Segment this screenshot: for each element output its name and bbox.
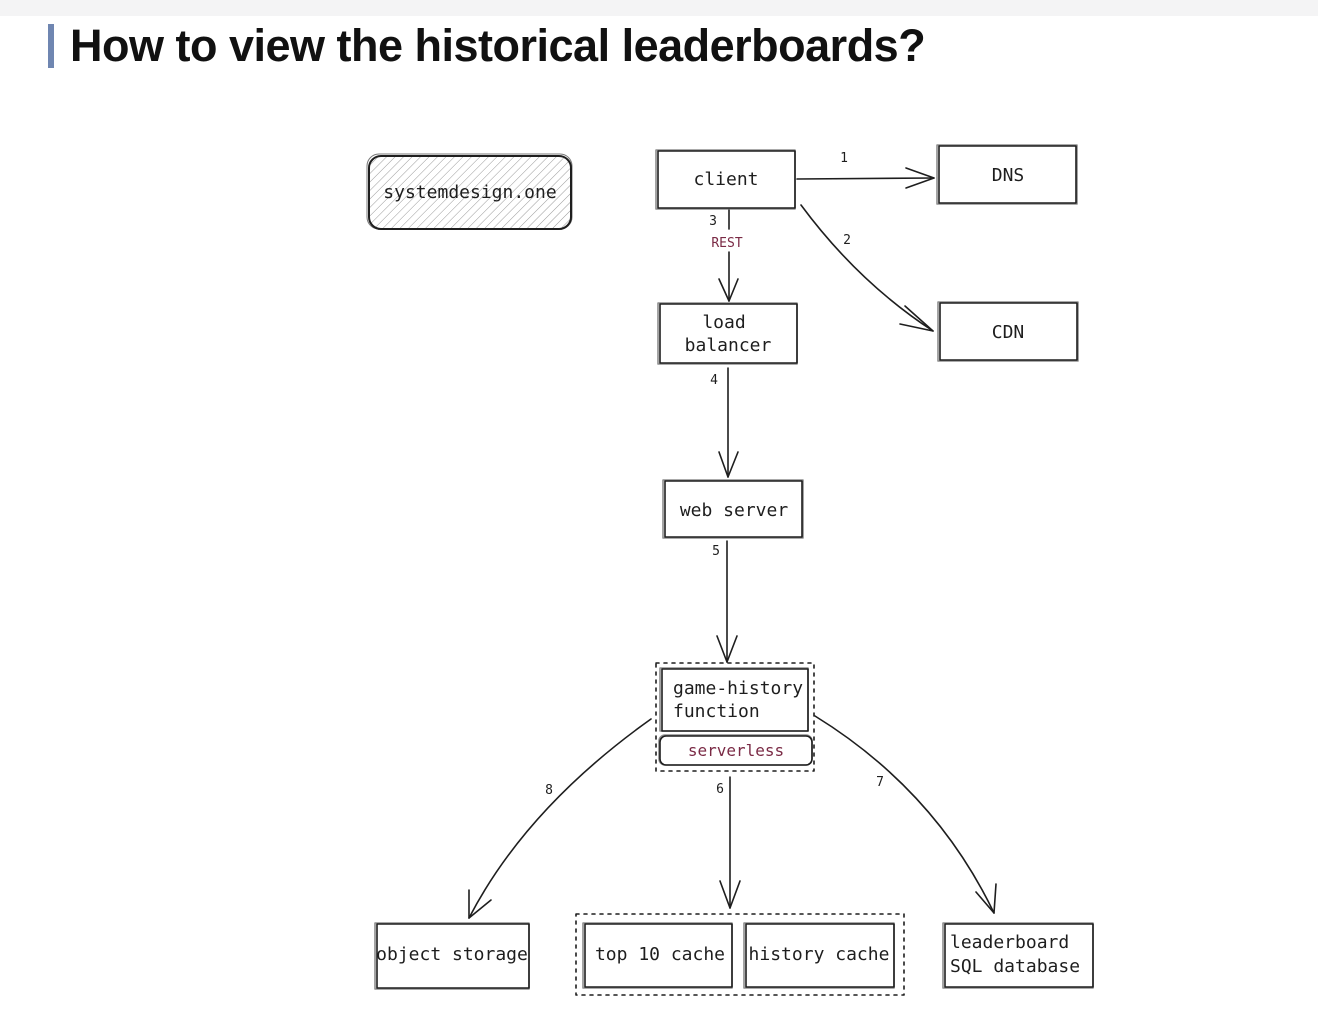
edge-label-5: 5 xyxy=(712,544,720,559)
edge-label-7: 7 xyxy=(876,775,884,790)
object-storage-node xyxy=(374,922,530,990)
edge-client-load-balancer xyxy=(718,209,739,302)
dns-label: DNS xyxy=(992,165,1025,186)
edge-client-cdn xyxy=(800,204,934,332)
web-server-label: web server xyxy=(680,500,789,521)
leaderboard-db-label-line1: leaderboard xyxy=(950,932,1069,953)
edge-label-rest: REST xyxy=(711,236,742,251)
edge-label-2: 2 xyxy=(843,233,851,248)
page-heading: How to view the historical leaderboards? xyxy=(48,20,926,72)
dns-node xyxy=(936,144,1078,205)
load-balancer-label-line1: load xyxy=(702,312,745,333)
cdn-label: CDN xyxy=(992,322,1025,343)
edge-label-6: 6 xyxy=(716,782,724,797)
edge-function-top10-cache xyxy=(719,776,741,909)
edge-web-server-function xyxy=(716,540,738,663)
watermark-label: systemdesign.one xyxy=(383,182,556,203)
object-storage-label: object storage xyxy=(376,944,528,965)
cache-container xyxy=(575,913,905,996)
edge-function-leaderboard-db xyxy=(814,715,997,914)
edge-label-8: 8 xyxy=(545,783,553,798)
edge-label-4: 4 xyxy=(710,373,718,388)
web-server-node xyxy=(662,479,804,539)
client-label: client xyxy=(693,169,758,190)
edge-client-dns xyxy=(796,167,935,189)
serverless-label: serverless xyxy=(688,741,784,760)
serverless-badge xyxy=(658,734,813,766)
load-balancer-node xyxy=(657,302,798,365)
history-cache-node xyxy=(743,922,895,989)
client-node xyxy=(655,149,796,210)
load-balancer-label-line2: balancer xyxy=(685,335,772,356)
page-title: How to view the historical leaderboards? xyxy=(70,20,926,71)
function-label-line1: game-history xyxy=(673,678,803,699)
game-history-function-node xyxy=(659,667,809,732)
edge-label-1: 1 xyxy=(840,151,848,166)
top10-cache-node xyxy=(582,922,733,989)
top10-cache-label: top 10 cache xyxy=(595,944,725,965)
leaderboard-db-label-line2: SQL database xyxy=(950,956,1080,977)
edge-function-object-storage xyxy=(468,718,652,919)
leaderboard-db-node xyxy=(942,922,1094,989)
edge-load-balancer-web-server xyxy=(718,367,739,478)
cdn-node xyxy=(937,301,1079,362)
top-strip xyxy=(0,0,1318,16)
history-cache-label: history cache xyxy=(749,944,890,965)
function-label-line2: function xyxy=(673,701,760,722)
watermark-box xyxy=(366,153,573,230)
serverless-container xyxy=(655,662,815,772)
heading-accent-bar xyxy=(48,24,54,68)
edge-label-3: 3 xyxy=(709,214,717,229)
